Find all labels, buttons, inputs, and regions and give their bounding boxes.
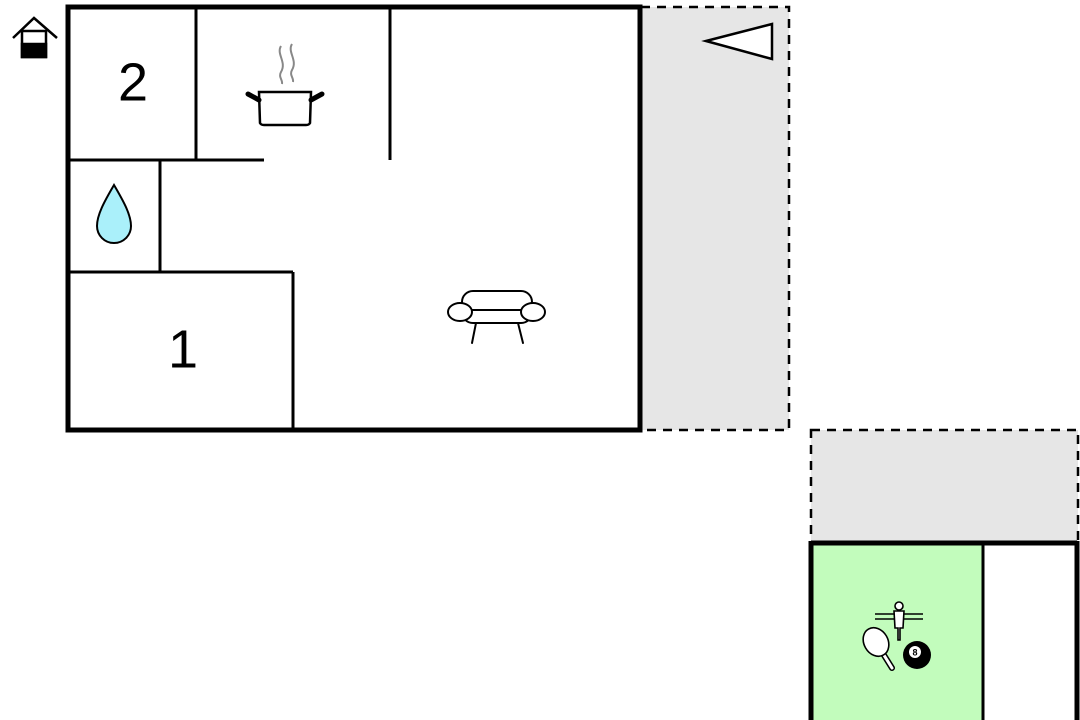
kitchen-pot-icon [245, 43, 325, 127]
room-label-1: 1 [168, 319, 198, 379]
interior-walls [68, 7, 392, 430]
living-room-sofa-icon [447, 290, 546, 344]
table-football-icon [875, 601, 923, 641]
terrace-lower [809, 428, 1080, 545]
billiard-ball-number: 8 [912, 647, 917, 657]
outbuilding-walls [808, 540, 1080, 720]
direction-triangle-icon [701, 22, 774, 61]
terrace-upper [639, 5, 791, 432]
main-building-walls [65, 4, 643, 433]
entrance-icon [12, 16, 58, 59]
table-tennis-paddle-icon [862, 626, 895, 671]
activity-room [811, 544, 983, 720]
billiard-ball-icon: 8 [903, 641, 931, 669]
room-label-2: 2 [118, 52, 148, 112]
bathroom-water-drop-icon [95, 183, 133, 244]
